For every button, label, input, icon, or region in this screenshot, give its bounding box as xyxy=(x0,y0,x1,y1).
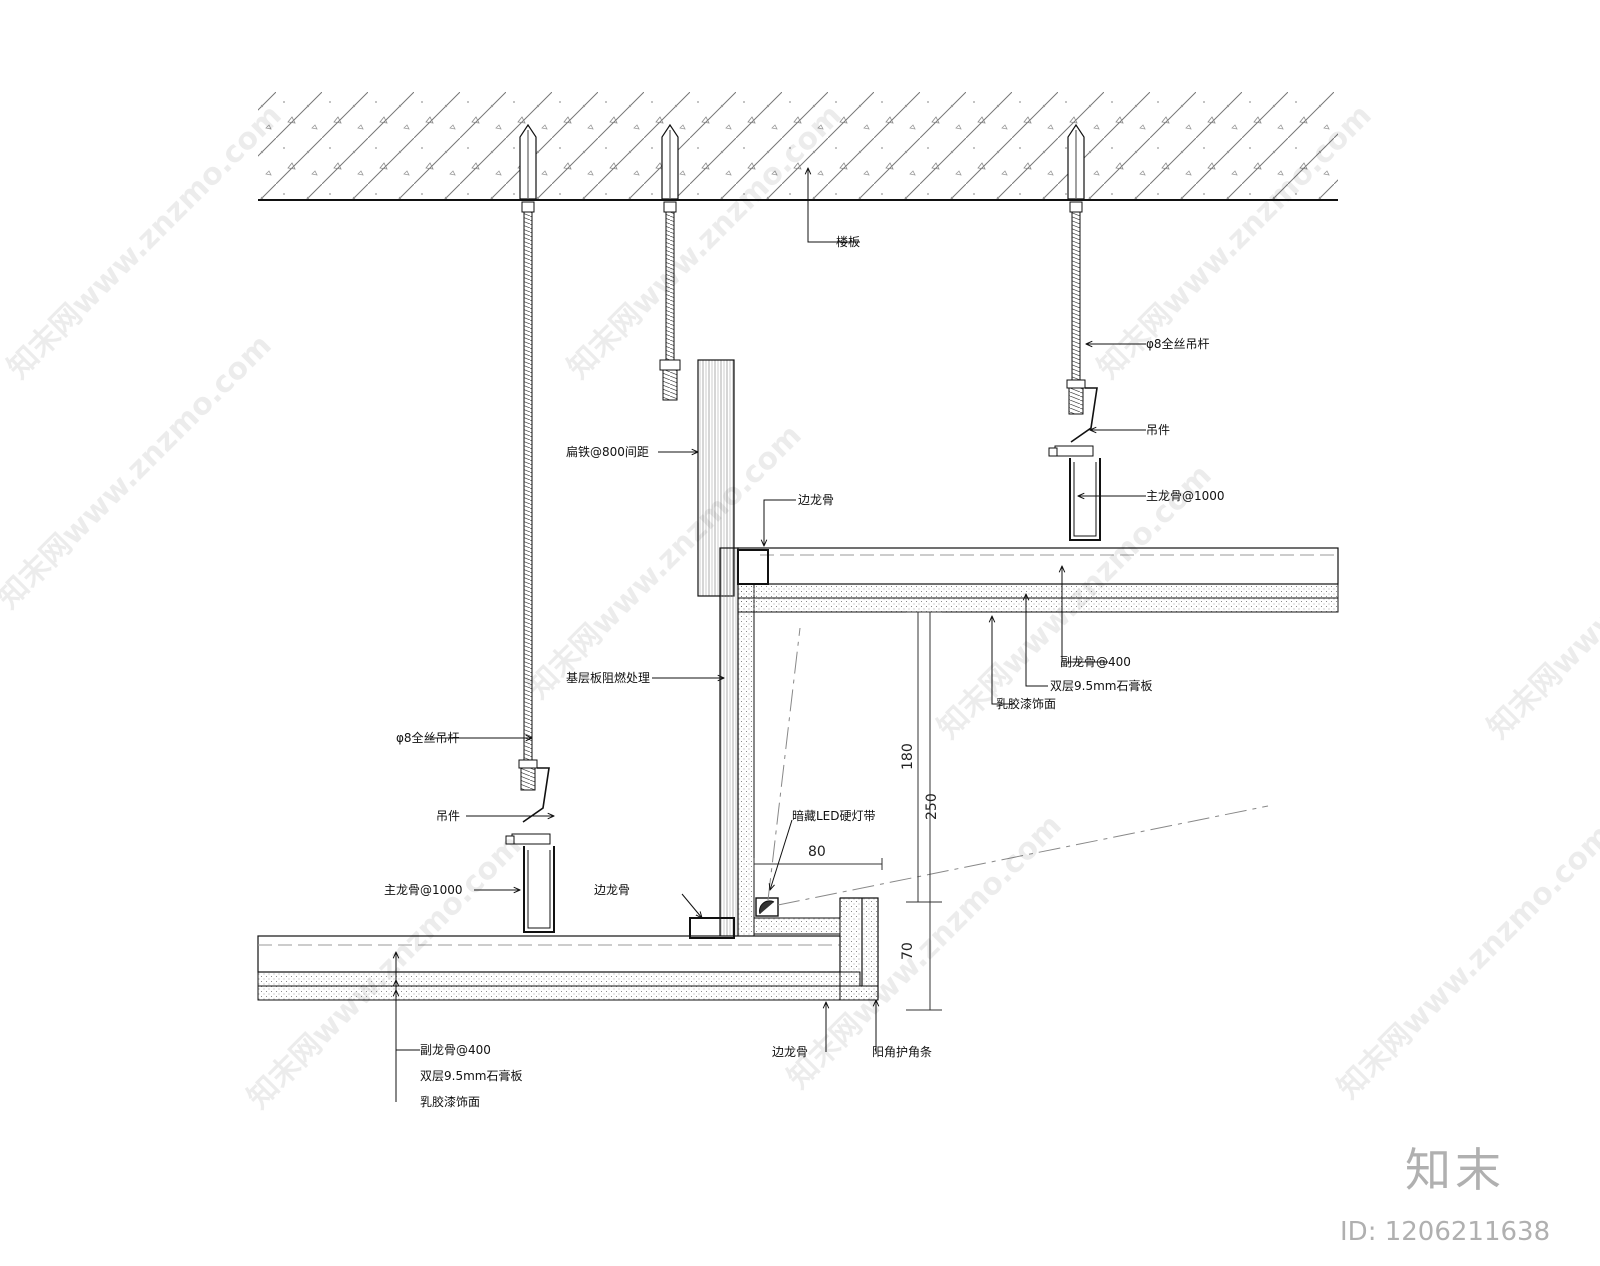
hanger-right xyxy=(1048,387,1098,457)
label-edge-keel-mid: 边龙骨 xyxy=(594,883,630,897)
label-latex-left: 乳胶漆饰面 xyxy=(420,1094,480,1109)
upper-ceiling xyxy=(737,547,1339,613)
label-led-strip: 暗藏LED硬灯带 xyxy=(792,808,876,823)
hanging-rod-right xyxy=(1066,211,1086,415)
watermark-4: 知末网www.znzmo.com xyxy=(0,328,279,616)
hanging-rod-left xyxy=(518,211,538,791)
leader-lines xyxy=(396,168,1146,1102)
label-corner-guard: 阳角护角条 xyxy=(872,1045,932,1059)
watermark-7: 知末网www.znzmo.com xyxy=(1481,458,1600,746)
label-gypsum-left: 双层9.5mm石膏板 xyxy=(420,1068,522,1083)
label-main-keel-right: 主龙骨@1000 xyxy=(1146,489,1225,503)
anchor-bolt-right xyxy=(1067,123,1085,213)
label-main-keel-left: 主龙骨@1000 xyxy=(384,883,463,897)
label-sub-keel-left: 副龙骨@400 xyxy=(420,1043,491,1057)
main-keel-left xyxy=(523,846,555,933)
label-hanger-left: 吊件 xyxy=(436,809,460,823)
label-latex-right: 乳胶漆饰面 xyxy=(996,696,1056,711)
dimension-70: 70 xyxy=(900,942,916,960)
label-edge-keel-top: 边龙骨 xyxy=(798,493,834,507)
image-id: ID: 1206211638 xyxy=(1340,1217,1550,1247)
anchor-bolt-left xyxy=(519,123,537,213)
label-sub-keel-right: 副龙骨@400 xyxy=(1060,655,1131,669)
base-board xyxy=(719,547,755,939)
main-keel-right xyxy=(1069,458,1101,541)
hanger-left xyxy=(505,767,551,845)
hanging-rod-mid xyxy=(659,211,681,401)
led-strip xyxy=(755,627,1269,917)
dimension-250: 250 xyxy=(924,793,940,820)
brand-logo: 知末 xyxy=(1405,1143,1505,1197)
label-flat-iron: 扁铁@800间距 xyxy=(566,445,649,459)
label-hanger-right: 吊件 xyxy=(1146,423,1170,437)
floor-slab xyxy=(258,92,1338,201)
label-edge-keel-bottom: 边龙骨 xyxy=(772,1045,808,1059)
label-floor-slab: 楼板 xyxy=(836,234,860,249)
dimension-lines xyxy=(753,611,942,1011)
lower-ceiling xyxy=(257,917,879,1001)
dimension-180: 180 xyxy=(900,743,916,770)
dimension-80: 80 xyxy=(808,844,826,860)
light-trough xyxy=(753,897,879,1001)
label-rod-right: φ8全丝吊杆 xyxy=(1146,336,1210,351)
label-rod-left: φ8全丝吊杆 xyxy=(396,730,460,745)
anchor-bolt-mid xyxy=(661,123,679,213)
label-base-board: 基层板阻燃处理 xyxy=(566,670,650,685)
label-gypsum-right: 双层9.5mm石膏板 xyxy=(1050,678,1152,693)
watermark-10: 知末网www.znzmo.com xyxy=(1331,818,1600,1106)
